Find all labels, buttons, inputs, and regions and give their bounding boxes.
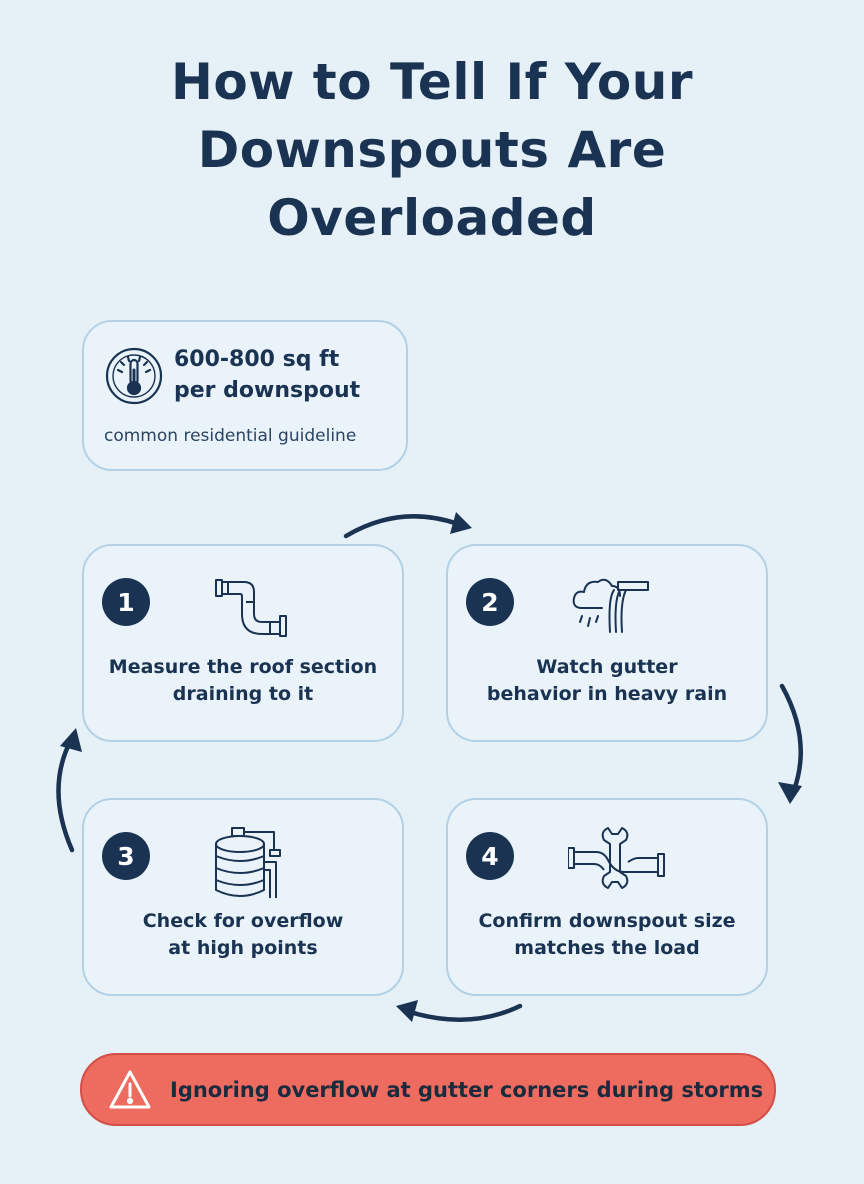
- stat-value-line-1: 600-800 sq ft: [174, 347, 340, 372]
- step-text-line-1: Measure the roof section: [108, 656, 378, 678]
- step-text-line-1: Confirm downspout size: [478, 910, 736, 932]
- step-text: Check for overflow at high points: [94, 908, 392, 962]
- guideline-stat-card: 600-800 sq ft per downspout common resid…: [82, 320, 408, 471]
- cloud-rain-gutter-icon: [572, 578, 649, 633]
- stat-caption: common residential guideline: [104, 426, 357, 446]
- step-card-4: 4 Confirm downspout size matches the loa…: [446, 798, 768, 996]
- step-text-line-2: matches the load: [514, 937, 700, 959]
- title-line-2: Downspouts Are: [197, 121, 667, 179]
- step-number-badge: 1: [102, 578, 150, 626]
- arrow-step3-to-step1: [56, 739, 75, 853]
- arrow-step1-to-step2: [343, 514, 461, 539]
- step-text: Watch gutter behavior in heavy rain: [458, 654, 756, 708]
- wrench-pipe-icon: [568, 827, 665, 889]
- step-card-2: 2 Watch gutter behavior in heavy rain: [446, 544, 768, 742]
- page-title: How to Tell If Your Downspouts Are Overl…: [0, 48, 864, 252]
- step-text-line-2: at high points: [168, 937, 318, 959]
- arrow-head-right: [450, 512, 472, 534]
- step-number-badge: 4: [466, 832, 514, 880]
- step-number-badge: 3: [102, 832, 150, 880]
- stat-value: 600-800 sq ft per downspout: [174, 344, 360, 406]
- arrow-head-left: [396, 1000, 418, 1022]
- arrow-head-up: [60, 728, 82, 752]
- step-card-1: 1 Measure the roof section draining to i…: [82, 544, 404, 742]
- step-card-3: 3 Check for overflow at high points: [82, 798, 404, 996]
- warning-triangle-icon: [109, 1070, 151, 1109]
- step-number-badge: 2: [466, 578, 514, 626]
- warning-text: Ignoring overflow at gutter corners duri…: [170, 1078, 764, 1102]
- title-line-1: How to Tell If Your: [171, 53, 693, 111]
- arrow-step4-to-step3: [407, 1003, 523, 1022]
- step-text: Confirm downspout size matches the load: [458, 908, 756, 962]
- stat-value-line-2: per downspout: [174, 378, 361, 403]
- step-text-line-1: Watch gutter: [536, 656, 678, 678]
- arrow-head-down: [778, 782, 802, 804]
- arrow-step2-to-step4: [779, 683, 803, 793]
- water-tank-icon: [215, 827, 281, 898]
- step-text-line-2: behavior in heavy rain: [486, 683, 728, 705]
- step-text-line-2: draining to it: [172, 683, 314, 705]
- pipe-elbow-icon: [215, 579, 287, 637]
- warning-banner: Ignoring overflow at gutter corners duri…: [80, 1053, 776, 1126]
- step-text-line-1: Check for overflow: [142, 910, 344, 932]
- step-text: Measure the roof section draining to it: [94, 654, 392, 708]
- thermometer-gauge-icon: [105, 347, 163, 405]
- title-line-3: Overloaded: [267, 189, 597, 247]
